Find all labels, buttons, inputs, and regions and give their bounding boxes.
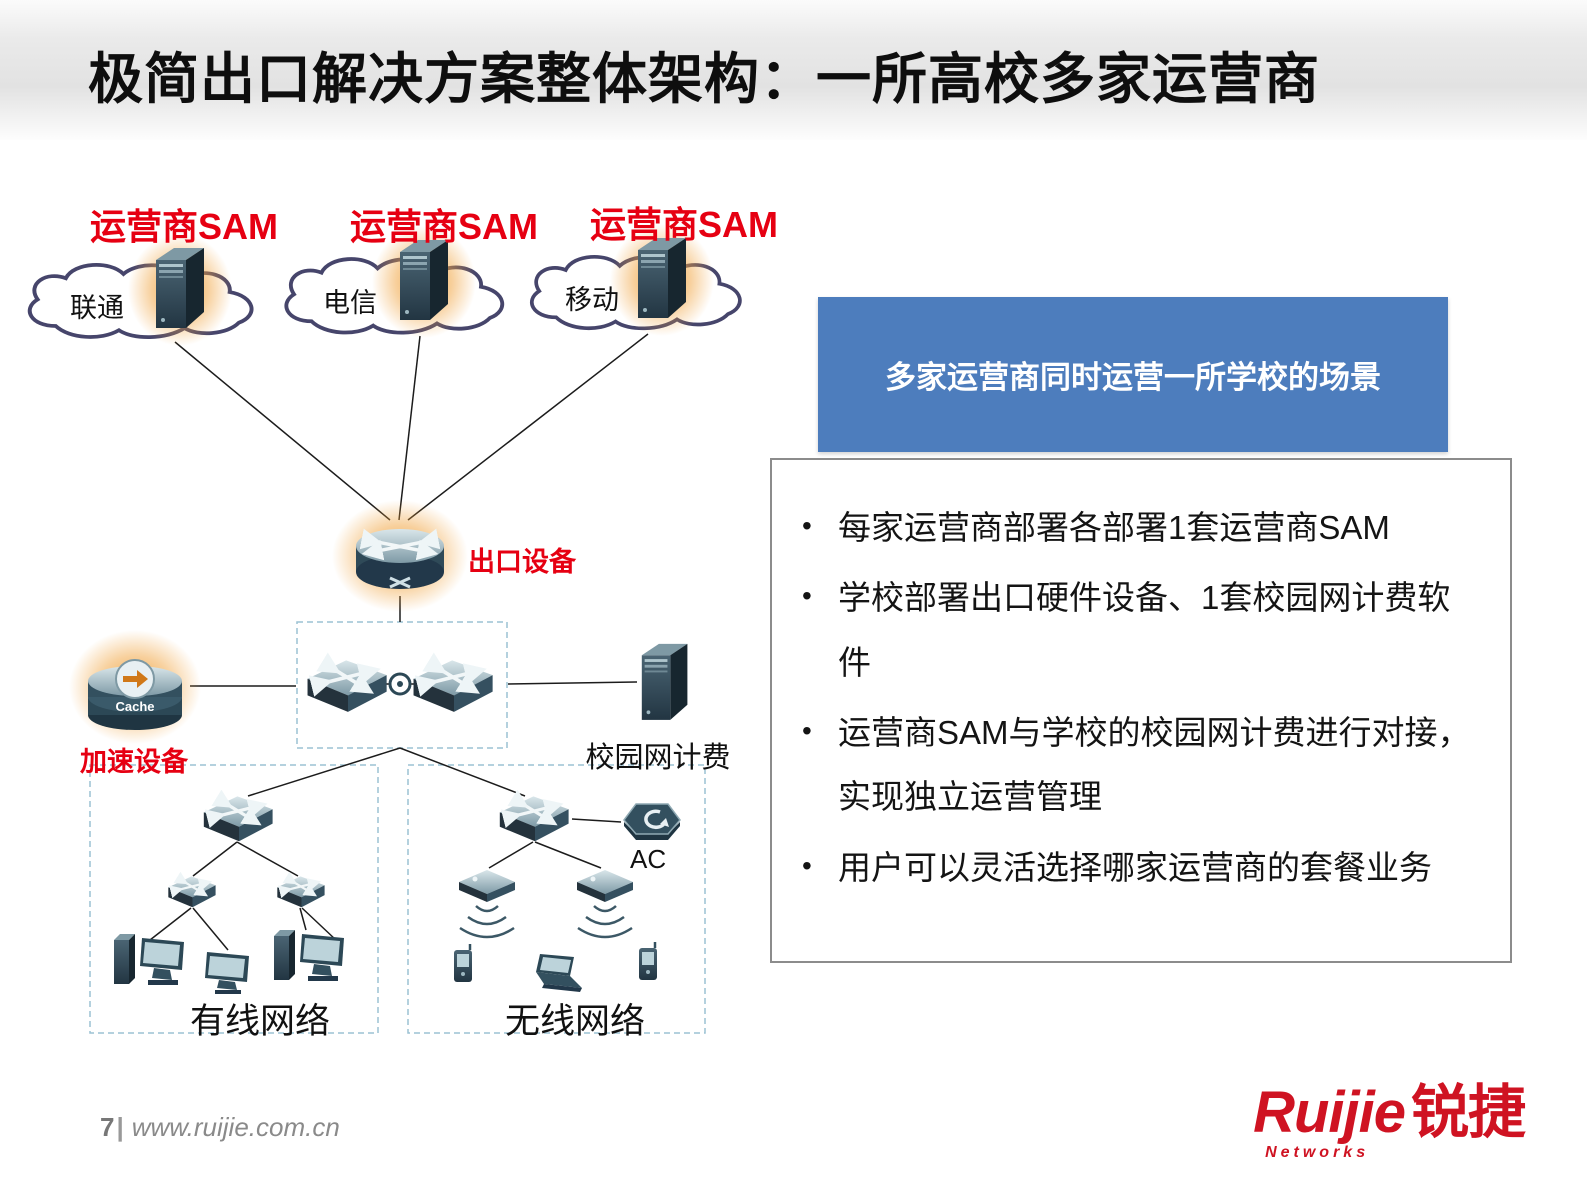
- bullet-marker: •: [802, 849, 812, 881]
- wired-hub-icon-1: [168, 876, 215, 907]
- sam-server-icon-3: [638, 238, 686, 318]
- bullet-text: 运营商SAM与学校的校园网计费进行对接，实现独立运营管理: [838, 714, 1471, 816]
- cache-device-icon: [88, 660, 182, 730]
- bullet-item-2: • 学校部署出口硬件设备、1套校园网计费软件: [802, 566, 1472, 695]
- ruijie-logo-cn: 锐捷: [1410, 1080, 1526, 1145]
- wireless-network-label: 无线网络: [504, 1002, 645, 1041]
- page-title: 极简出口解决方案整体架构：一所高校多家运营商: [88, 48, 1321, 110]
- wired-hub-icon-2: [277, 876, 324, 907]
- monitor-icon: [205, 952, 249, 994]
- diagram-canvas: [27, 224, 742, 1034]
- bullet-marker: •: [802, 510, 812, 541]
- wireless-network-zone: [407, 764, 706, 1034]
- mobile-device-icon-1: [452, 942, 474, 984]
- laptop-icon: [536, 954, 582, 992]
- title-band: 极简出口解决方案整体架构：一所高校多家运营商: [0, 0, 1587, 140]
- footer-separator: |: [116, 1112, 124, 1142]
- sam-server-icon-2: [400, 240, 448, 320]
- ruijie-logo-en: Ruijie: [1253, 1080, 1406, 1145]
- bullet-marker: •: [802, 715, 812, 747]
- bullet-box: • 每家运营商部署各部署1套运营商SAM • 学校部署出口硬件设备、1套校园网计…: [770, 458, 1512, 963]
- core-switch-icon-2: [414, 660, 493, 712]
- wired-network-label: 有线网络: [189, 1002, 330, 1041]
- access-point-icon-1: [459, 870, 515, 902]
- bullet-list: • 每家运营商部署各部署1套运营商SAM • 学校部署出口硬件设备、1套校园网计…: [802, 496, 1472, 900]
- bullet-text: 每家运营商部署各部署1套运营商SAM: [838, 509, 1390, 546]
- wifi-waves-icon: [459, 905, 633, 939]
- scenario-banner: 多家运营商同时运营一所学校的场景: [818, 297, 1448, 452]
- cloud-label-mobile: 移动: [565, 285, 619, 315]
- mobile-device-icon-2: [637, 940, 659, 982]
- desktop-pc-icon-2: [274, 930, 344, 981]
- accelerator-label: 加速设备: [80, 747, 188, 777]
- core-switch-icon-1: [308, 660, 387, 712]
- connection-lines: [149, 333, 649, 951]
- bullet-item-3: • 运营商SAM与学校的校园网计费进行对接，实现独立运营管理: [802, 701, 1472, 830]
- bullet-text: 用户可以灵活选择哪家运营商的套餐业务: [838, 848, 1432, 886]
- footer: 7|www.ruijie.com.cn: [100, 1112, 340, 1143]
- operator-sam-label-1: 运营商SAM: [90, 206, 278, 247]
- ruijie-logo-networks: Networks: [1265, 1144, 1370, 1161]
- site-url: www.ruijie.com.cn: [131, 1112, 340, 1142]
- ac-controller-icon: [622, 802, 682, 842]
- cloud-label-telecom: 电信: [323, 288, 377, 318]
- access-point-icon-2: [577, 870, 633, 902]
- operator-sam-label-2: 运营商SAM: [350, 206, 538, 247]
- exit-device-label: 出口设备: [468, 547, 576, 577]
- bullet-text: 学校部署出口硬件设备、1套校园网计费软件: [838, 579, 1451, 681]
- desktop-pc-icon-1: [114, 934, 184, 985]
- cloud-label-unicom: 联通: [70, 293, 124, 323]
- wired-switch-icon: [204, 796, 273, 841]
- link-aggregation-dot: [397, 681, 403, 687]
- scenario-banner-text: 多家运营商同时运营一所学校的场景: [885, 360, 1381, 395]
- bullet-item-4: • 用户可以灵活选择哪家运营商的套餐业务: [802, 836, 1472, 900]
- ac-label: AC: [630, 844, 667, 874]
- bullet-marker: •: [802, 580, 812, 612]
- cache-device-text: Cache: [115, 699, 155, 714]
- operator-sam-label-3: 运营商SAM: [590, 204, 778, 245]
- billing-server-icon: [641, 643, 688, 720]
- sam-server-icon-1: [156, 248, 204, 328]
- wireless-switch-icon: [500, 796, 569, 841]
- exit-router-icon: [356, 529, 444, 589]
- page-number: 7: [100, 1112, 115, 1142]
- billing-server-label: 校园网计费: [585, 742, 731, 774]
- network-diagram: 运营商SAM 运营商SAM 运营商SAM 联通 电信 移动 出口设备 Cache…: [0, 150, 778, 1060]
- bullet-item-1: • 每家运营商部署各部署1套运营商SAM: [802, 496, 1472, 560]
- wired-network-zone: [89, 764, 379, 1034]
